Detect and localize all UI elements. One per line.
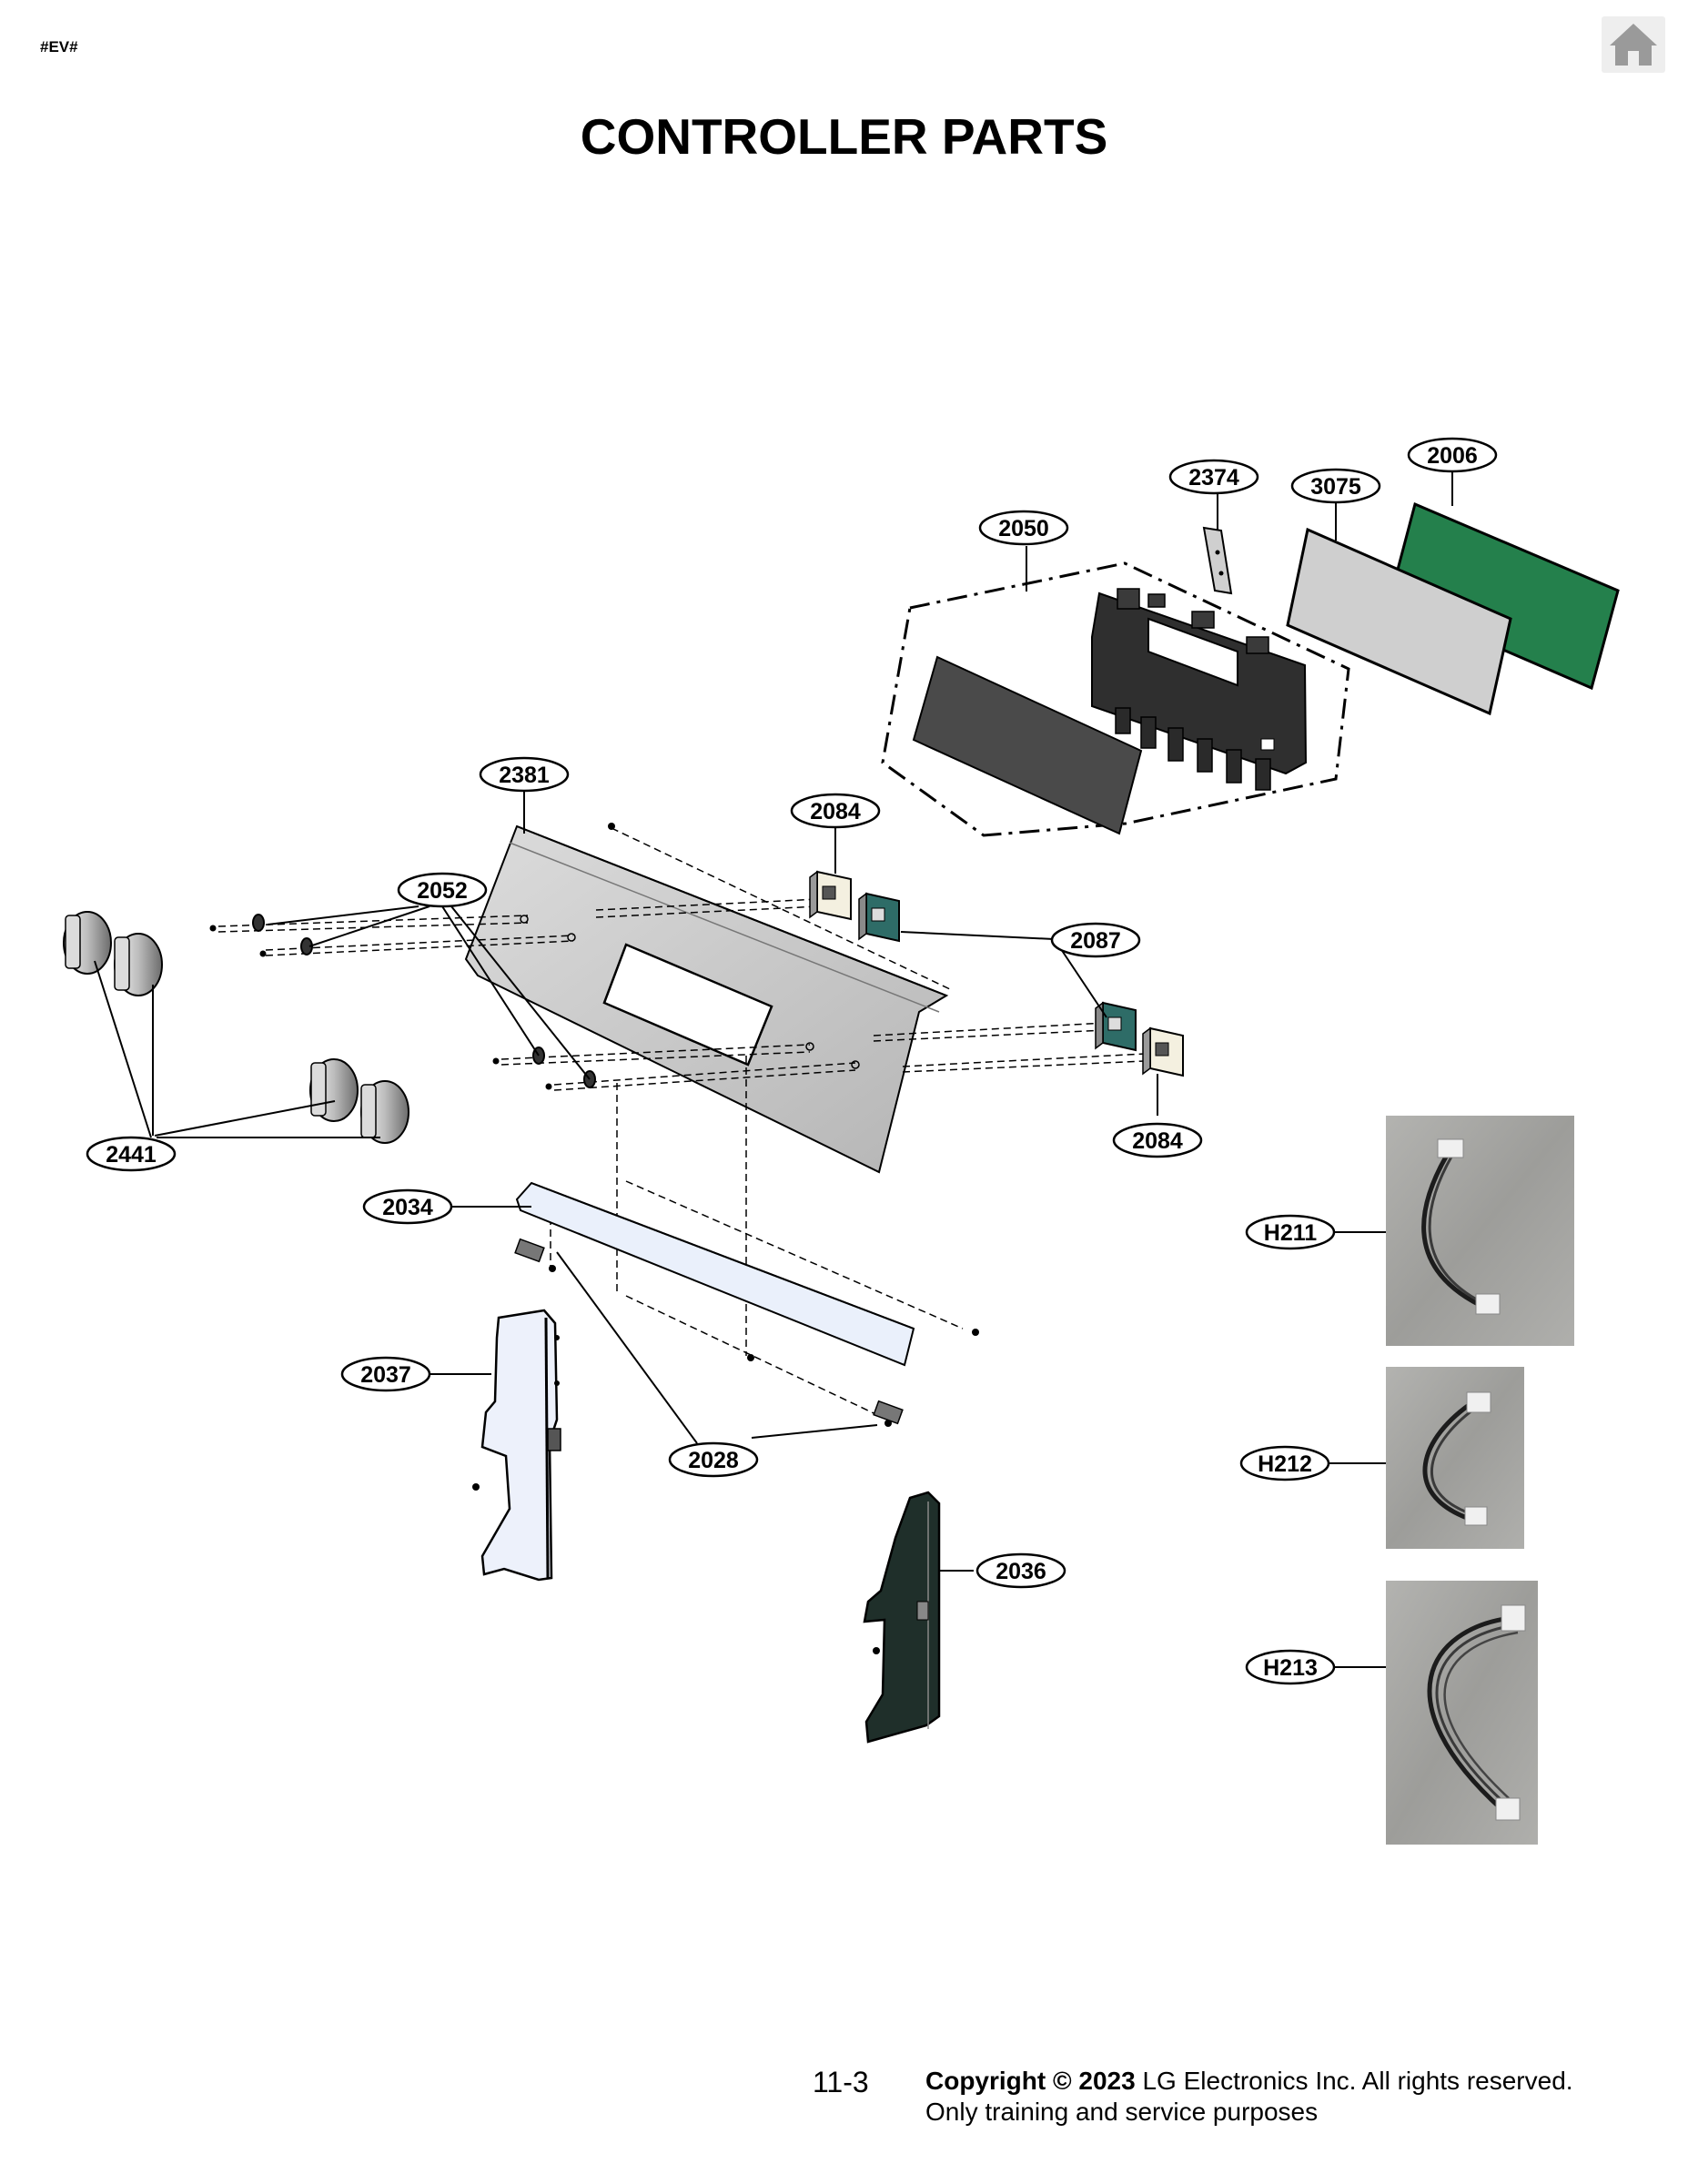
callout-2441: 2441	[86, 1136, 177, 1172]
page-title: CONTROLLER PARTS	[580, 108, 1108, 165]
callout-2050: 2050	[978, 510, 1069, 546]
callout-2374: 2374	[1168, 459, 1259, 495]
copyright-notice: Copyright © 2023 LG Electronics Inc. All…	[925, 2066, 1573, 2128]
bracket-part	[1202, 526, 1233, 595]
callout-2037: 2037	[340, 1356, 431, 1392]
alignment-lines	[217, 827, 1146, 1421]
wire-harness-photo-h212	[1386, 1367, 1524, 1549]
svg-text:2084: 2084	[810, 799, 861, 824]
svg-text:2052: 2052	[417, 878, 468, 904]
svg-text:2084: 2084	[1132, 1128, 1183, 1154]
svg-text:2381: 2381	[499, 763, 550, 788]
display-housing	[1091, 588, 1308, 791]
callout-3075: 3075	[1290, 468, 1381, 504]
usage-note: Only training and service purposes	[925, 2098, 1319, 2126]
left-side-bracket	[480, 1309, 561, 1582]
svg-text:3075: 3075	[1310, 474, 1361, 500]
svg-text:2036: 2036	[996, 1559, 1046, 1584]
svg-text:H213: H213	[1263, 1655, 1318, 1681]
page-number: 11-3	[813, 2066, 869, 2098]
callout-2084-top: 2084	[790, 793, 881, 829]
callout-h213: H213	[1245, 1649, 1336, 1685]
leader-lines	[94, 470, 1453, 1668]
copyright-rest: LG Electronics Inc. All rights reserved.	[1135, 2067, 1573, 2095]
svg-text:2087: 2087	[1070, 928, 1121, 954]
infinite-switches	[809, 870, 1184, 1077]
callout-2036: 2036	[975, 1552, 1066, 1589]
svg-text:H212: H212	[1258, 1451, 1312, 1477]
callout-2381: 2381	[479, 756, 570, 793]
callout-h212: H212	[1239, 1445, 1330, 1481]
wire-harness-photo-h213	[1386, 1581, 1538, 1845]
svg-text:2006: 2006	[1427, 443, 1478, 469]
display-glass	[912, 655, 1143, 835]
callout-h211: H211	[1245, 1214, 1336, 1250]
support-rail	[514, 1181, 915, 1425]
control-panel	[464, 824, 949, 1174]
callout-2087: 2087	[1050, 922, 1141, 958]
home-icon	[1610, 24, 1657, 66]
control-knobs	[63, 911, 409, 1144]
document-tag: #EV#	[40, 38, 78, 56]
svg-text:H211: H211	[1264, 1220, 1317, 1246]
svg-text:2034: 2034	[382, 1195, 433, 1220]
display-assembly-boundary	[881, 561, 1350, 837]
home-button[interactable]	[1602, 16, 1665, 73]
wire-harness-photo-h211	[1386, 1116, 1574, 1346]
callout-2052: 2052	[397, 872, 488, 908]
lcd-panel	[1286, 527, 1512, 716]
callout-2034: 2034	[362, 1188, 453, 1225]
callout-2084-bottom: 2084	[1112, 1122, 1203, 1158]
svg-text:2441: 2441	[106, 1142, 157, 1168]
right-side-bracket	[863, 1491, 941, 1744]
svg-text:2037: 2037	[360, 1362, 411, 1388]
svg-text:2028: 2028	[688, 1448, 739, 1473]
svg-text:2050: 2050	[998, 516, 1049, 541]
callout-2006: 2006	[1407, 437, 1498, 473]
svg-text:2374: 2374	[1188, 465, 1239, 490]
callout-2028: 2028	[668, 1441, 759, 1478]
copyright-prefix: Copyright © 2023	[925, 2067, 1136, 2095]
